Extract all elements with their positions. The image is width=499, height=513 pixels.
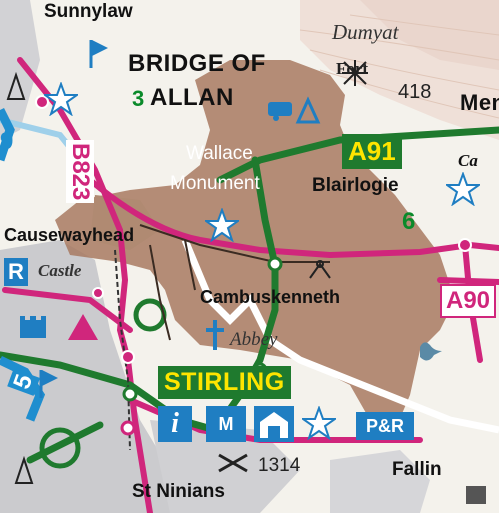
- battlefield-triangle-icon: [68, 314, 98, 340]
- place-label-sunnylaw: Sunnylaw: [44, 1, 133, 22]
- battle-year-1314: 1314: [258, 455, 301, 476]
- museum-icon: M: [206, 406, 246, 442]
- place-label-allan: ALLAN: [150, 84, 234, 111]
- railway-station-icon: R: [4, 258, 28, 286]
- tourist-star-icon: [44, 82, 78, 116]
- place-label-ca-partial: Ca: [458, 151, 478, 170]
- place-label-st-ninians: St Ninians: [132, 481, 225, 502]
- trig-point-icon: [14, 456, 34, 484]
- road-shield-a91: A91: [342, 134, 402, 169]
- place-label-fallin: Fallin: [392, 459, 442, 480]
- tourist-star-icon: [205, 208, 239, 242]
- place-label-blairlogie: Blairlogie: [312, 175, 399, 196]
- trig-point-icon: [6, 72, 26, 100]
- junction-number-6: 6: [402, 208, 416, 235]
- building-block-icon: [466, 486, 486, 504]
- place-label-fort: Fort: [336, 59, 369, 78]
- junction-number-9: 9: [0, 128, 14, 155]
- place-label-bridge-of: BRIDGE OF: [128, 50, 266, 77]
- viewpoint-flag-icon: [39, 370, 58, 398]
- tourist-info-icon: i: [158, 406, 192, 442]
- place-label-cambuskenneth: Cambuskenneth: [200, 287, 341, 307]
- road-label-b823: B823: [66, 140, 94, 204]
- heritage-house-icon: [254, 406, 294, 442]
- place-label-stirling: STIRLING: [158, 366, 291, 399]
- road-shield-a90: A90: [440, 284, 497, 318]
- castle-icon: [20, 316, 46, 338]
- viewpoint-flag-icon: [89, 40, 108, 68]
- abbey-cross-icon: [206, 320, 224, 350]
- caravan-site-icon: [268, 96, 321, 124]
- place-label-monument: Monument: [170, 173, 260, 194]
- place-label-wallace: Wallace: [186, 143, 253, 164]
- place-label-menstrie-partial: Men: [460, 90, 499, 115]
- spot-height-418: 418: [398, 81, 432, 103]
- tourist-star-icon: [446, 172, 480, 206]
- junction-number-3: 3: [132, 86, 145, 111]
- bird-reserve-icon: [420, 342, 442, 361]
- place-label-causewayhead: Causewayhead: [4, 225, 135, 245]
- tourist-star-icon: [302, 406, 336, 440]
- place-label-dumyat: Dumyat: [332, 20, 399, 44]
- battle-site-icon: [342, 60, 368, 86]
- battle-site-icon: [309, 260, 331, 279]
- park-and-ride-icon: P&R: [356, 412, 414, 440]
- place-label-castle: Castle: [38, 261, 82, 280]
- place-label-abbey: Abbey: [230, 329, 278, 350]
- battlefield-swords-icon: [218, 453, 248, 473]
